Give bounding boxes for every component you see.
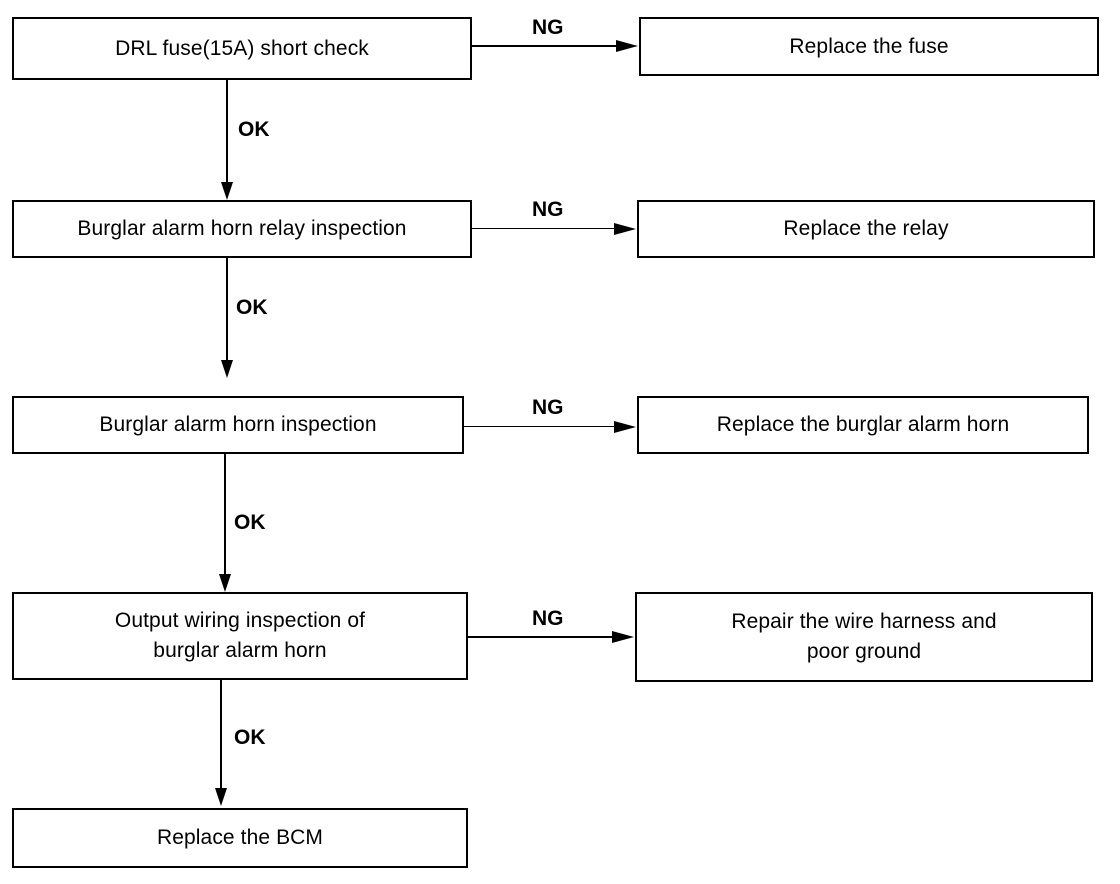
action-repair-wire-harness: Repair the wire harness and poor ground — [635, 592, 1093, 682]
ng-arrow-1 — [616, 40, 638, 52]
ng-label-2: NG — [532, 198, 564, 221]
ng-arrow-2 — [614, 223, 636, 235]
ng-arrow-4 — [612, 631, 634, 643]
ok-label-1: OK — [238, 118, 270, 141]
step-replace-bcm-text: Replace the BCM — [156, 826, 324, 849]
ok-connector-2 — [226, 258, 228, 362]
action-repair-wire-harness-text: Repair the wire harness and poor ground — [731, 610, 997, 663]
step-output-wiring-inspection: Output wiring inspection of burglar alar… — [12, 592, 468, 680]
ok-arrow-2 — [221, 360, 233, 378]
action-replace-fuse: Replace the fuse — [639, 17, 1099, 76]
ng-label-1: NG — [532, 16, 564, 39]
ok-label-2: OK — [236, 296, 268, 319]
step-horn-relay-inspection-text: Burglar alarm horn relay inspection — [77, 217, 407, 240]
step-drl-fuse-check: DRL fuse(15A) short check — [12, 17, 472, 80]
step-output-wiring-inspection-text: Output wiring inspection of burglar alar… — [114, 609, 366, 662]
action-replace-horn: Replace the burglar alarm horn — [637, 396, 1089, 454]
ok-connector-1 — [226, 80, 228, 184]
action-replace-fuse-text: Replace the fuse — [789, 34, 949, 58]
step-drl-fuse-check-text: DRL fuse(15A) short check — [115, 36, 369, 60]
ng-connector-3 — [464, 426, 616, 427]
ng-connector-1 — [472, 45, 618, 47]
step-replace-bcm: Replace the BCM — [12, 808, 468, 868]
ok-arrow-3 — [219, 574, 231, 592]
ok-connector-3 — [224, 454, 226, 576]
ok-arrow-1 — [221, 182, 233, 200]
ng-connector-4 — [468, 636, 614, 638]
step-horn-inspection: Burglar alarm horn inspection — [12, 396, 464, 454]
ok-connector-4 — [220, 680, 222, 790]
ng-label-3: NG — [532, 396, 564, 419]
ng-arrow-3 — [614, 421, 636, 433]
step-horn-relay-inspection: Burglar alarm horn relay inspection — [12, 200, 472, 258]
ok-label-4: OK — [234, 726, 266, 749]
ok-arrow-4 — [215, 788, 227, 806]
step-horn-inspection-text: Burglar alarm horn inspection — [99, 413, 377, 436]
ng-connector-2 — [472, 228, 616, 229]
action-replace-horn-text: Replace the burglar alarm horn — [716, 413, 1010, 436]
action-replace-relay-text: Replace the relay — [783, 217, 949, 240]
ok-label-3: OK — [234, 511, 266, 534]
ng-label-4: NG — [532, 607, 564, 630]
action-replace-relay: Replace the relay — [637, 200, 1095, 258]
